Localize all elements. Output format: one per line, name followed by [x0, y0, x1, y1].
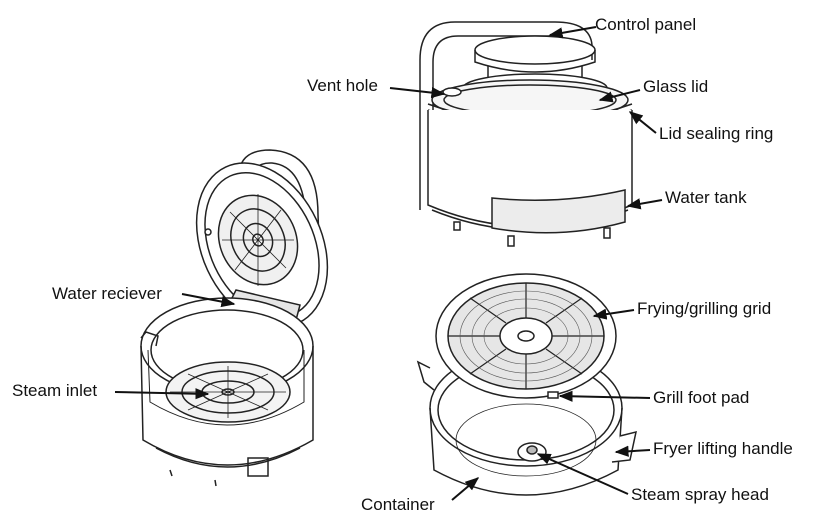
open-appliance [140, 149, 329, 487]
water-tank-shape [491, 189, 626, 234]
arrow-steam-inlet [114, 388, 210, 400]
arrow-water-tank [626, 198, 663, 210]
label-glass-lid: Glass lid [643, 77, 709, 96]
label-steam-spray-head: Steam spray head [631, 485, 769, 504]
arrow-frying-grid [592, 308, 635, 320]
arrow-container [451, 477, 480, 501]
label-water-reciever: Water reciever [52, 284, 162, 303]
front-window [247, 457, 269, 477]
lifting-handle-right [611, 430, 637, 463]
arrow-lid-sealing-ring [628, 111, 657, 134]
label-lid-sealing-ring: Lid sealing ring [659, 124, 774, 143]
grill-foot-pad-shape [547, 391, 559, 399]
arrow-control-panel [548, 26, 597, 39]
arrow-vent-hole [389, 87, 446, 99]
control-panel-shape [474, 35, 596, 65]
arrow-water-reciever [181, 293, 236, 308]
arrow-glass-lid [598, 89, 641, 103]
vent-hole-shape [442, 87, 462, 97]
label-fryer-lifting-handle: Fryer lifting handle [653, 439, 793, 458]
assembled-appliance [419, 21, 633, 247]
arrow-fryer-lifting-handle [614, 445, 651, 457]
label-water-tank: Water tank [665, 188, 747, 207]
label-steam-inlet: Steam inlet [12, 381, 98, 400]
label-control-panel: Control panel [595, 15, 697, 34]
arrow-steam-spray-head [536, 453, 629, 495]
lifting-handle-left [416, 360, 435, 391]
label-vent-hole: Vent hole [307, 76, 378, 95]
arrow-grill-foot-pad [558, 390, 651, 402]
label-frying-grilling-grid: Frying/grilling grid [637, 299, 772, 318]
leader-arrows [114, 26, 663, 501]
container-body [429, 407, 623, 496]
label-container: Container [361, 495, 435, 514]
exploded-container [416, 273, 637, 496]
label-grill-foot-pad: Grill foot pad [653, 388, 750, 407]
